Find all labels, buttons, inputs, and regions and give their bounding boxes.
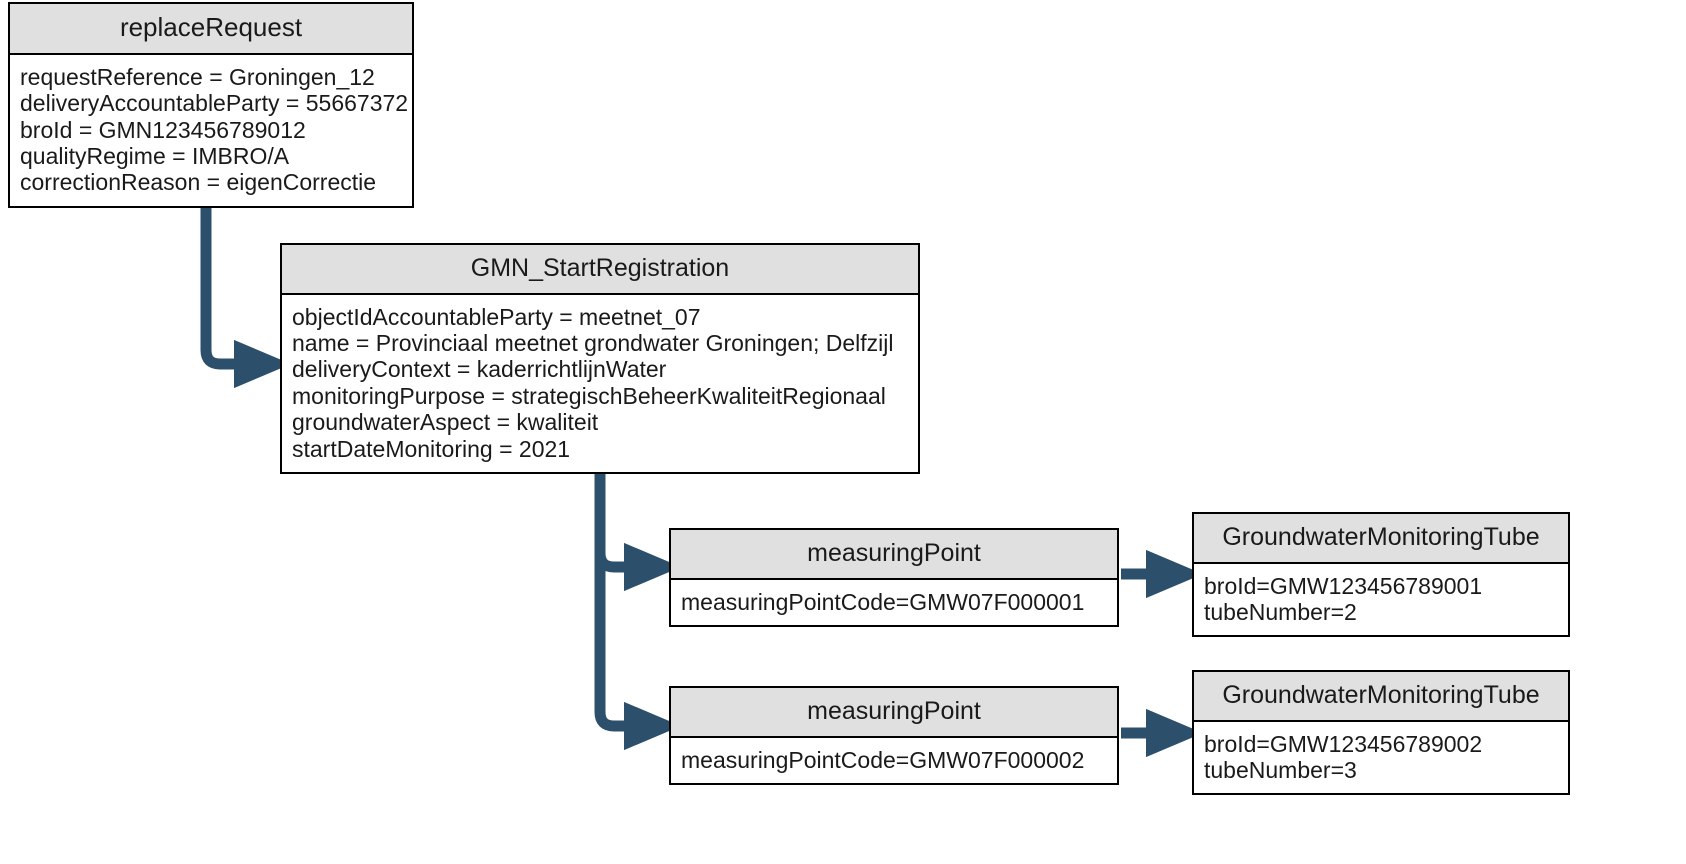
node-groundwater-monitoring-tube-2[interactable]: GroundwaterMonitoringTube broId=GMW12345…	[1192, 670, 1570, 796]
attribute-row: correctionReason = eigenCorrectie	[20, 169, 377, 196]
attribute-row: measuringPointCode=GMW07F000001	[681, 588, 1085, 615]
edge-gmn-startregistration-to-measuring-point-1	[594, 470, 681, 592]
attribute-row: deliveryContext = kaderrichtlijnWater	[292, 356, 667, 383]
node-body-measuring-point-2: measuringPointCode=GMW07F000002	[671, 737, 1117, 783]
attribute-row: broId=GMW123456789002	[1204, 730, 1483, 757]
attribute-row: qualityRegime = IMBRO/A	[20, 142, 290, 169]
edge-gmn-startregistration-to-measuring-point-2	[594, 470, 681, 751]
node-title-groundwater-monitoring-tube-1: GroundwaterMonitoringTube	[1194, 514, 1568, 564]
attribute-row: deliveryAccountableParty = 55667372	[20, 90, 409, 117]
node-measuring-point-2[interactable]: measuringPoint measuringPointCode=GMW07F…	[669, 686, 1119, 785]
attribute-row: name = Provinciaal meetnet grondwater Gr…	[292, 329, 894, 356]
attribute-row: groundwaterAspect = kwaliteit	[292, 409, 599, 436]
node-title-measuring-point-2: measuringPoint	[671, 688, 1117, 738]
attribute-row: requestReference = Groningen_12	[20, 63, 375, 90]
attribute-row: tubeNumber=2	[1204, 598, 1357, 625]
attribute-row: monitoringPurpose = strategischBeheerKwa…	[292, 382, 886, 409]
node-gmn-startregistration[interactable]: GMN_StartRegistration objectIdAccountabl…	[280, 243, 920, 474]
node-body-measuring-point-1: measuringPointCode=GMW07F000001	[671, 579, 1117, 625]
node-body-replace-request: requestReference = Groningen_12 delivery…	[10, 54, 412, 206]
attribute-row: broId=GMW123456789001	[1204, 572, 1483, 599]
node-title-groundwater-monitoring-tube-2: GroundwaterMonitoringTube	[1194, 672, 1568, 722]
node-groundwater-monitoring-tube-1[interactable]: GroundwaterMonitoringTube broId=GMW12345…	[1192, 512, 1570, 638]
node-body-gmn-startregistration: objectIdAccountableParty = meetnet_07 na…	[282, 294, 918, 472]
attribute-row: startDateMonitoring = 2021	[292, 435, 571, 462]
node-title-gmn-startregistration: GMN_StartRegistration	[282, 245, 918, 295]
edge-replace-request-to-gmn-startregistration	[200, 205, 291, 389]
node-body-groundwater-monitoring-tube-1: broId=GMW123456789001 tubeNumber=2	[1194, 563, 1568, 636]
attribute-row: broId = GMN123456789012	[20, 116, 306, 143]
node-title-replace-request: replaceRequest	[10, 4, 412, 55]
node-replace-request[interactable]: replaceRequest requestReference = Gronin…	[8, 2, 414, 208]
attribute-row: objectIdAccountableParty = meetnet_07	[292, 303, 701, 330]
attribute-row: measuringPointCode=GMW07F000002	[681, 746, 1085, 773]
node-measuring-point-1[interactable]: measuringPoint measuringPointCode=GMW07F…	[669, 528, 1119, 627]
node-body-groundwater-monitoring-tube-2: broId=GMW123456789002 tubeNumber=3	[1194, 721, 1568, 794]
node-title-measuring-point-1: measuringPoint	[671, 530, 1117, 580]
attribute-row: tubeNumber=3	[1204, 756, 1357, 783]
